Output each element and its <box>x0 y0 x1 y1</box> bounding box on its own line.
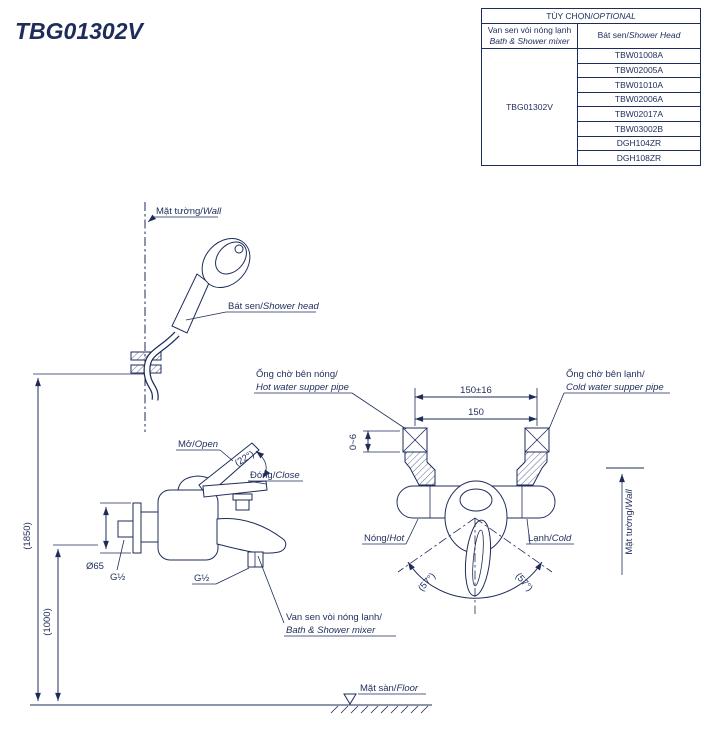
shower-head-face <box>201 238 251 288</box>
mixer-label-line2: Bath & Shower mixer <box>286 625 376 636</box>
spout <box>216 517 287 554</box>
wall-label-top: Mặt tường/Wall <box>156 206 222 217</box>
dim-swing-left: (57°) <box>416 571 438 594</box>
mixer-side-view: (22°) Ø65 G½ G½ Mở/Open Đóng/Close Van s… <box>86 439 396 637</box>
mixer-column-header: Van sen vòi nóng lạnh Bath & Shower mixe… <box>481 22 578 49</box>
shower-handle <box>171 273 210 334</box>
lever-closed <box>202 480 268 498</box>
cold-label: Lạnh/Cold <box>528 533 572 544</box>
mixer-label-line1: Van sen vòi nóng lạnh/ <box>286 612 382 623</box>
mixer-front-view: 150±16 150 0~6 (5 <box>254 368 670 614</box>
dim-outlet-thread: G½ <box>194 573 209 584</box>
wall-flange <box>132 502 142 554</box>
cold-pipe-label-line2: Cold water supper pipe <box>566 382 664 393</box>
shower-head-option: DGH108ZR <box>577 150 701 166</box>
hot-label: Nóng/Hot <box>364 533 405 544</box>
cold-pipe-label-line1: Ống chờ bên lạnh/ <box>566 368 645 380</box>
dim-pipe-span: 150 <box>468 407 484 418</box>
open-label: Mở/Open <box>178 439 218 450</box>
mixer-body-side <box>157 489 219 561</box>
hot-pipe-label-line2: Hot water supper pipe <box>256 382 349 393</box>
dim-flange-diameter: Ø65 <box>86 561 104 572</box>
shower-column-header: Bát sen/Shower Head <box>577 22 701 49</box>
dim-1850: (1850) <box>22 522 33 549</box>
product-code-title: TBG01302V <box>15 18 143 44</box>
hand-shower: Bát sen/Shower head <box>130 238 320 401</box>
dim-1000: (1000) <box>42 608 53 635</box>
close-label: Đóng/Close <box>250 470 300 481</box>
product-code-cell: TBG01302V <box>481 47 578 166</box>
hot-pipe-label-line1: Ống chờ bên nóng/ <box>256 368 338 380</box>
wall-centerline: Mặt tường/Wall <box>144 202 222 432</box>
wall-label-side: Mặt tường/Wall <box>624 489 635 555</box>
dim-wall-thread: G½ <box>110 572 125 583</box>
hot-supply-elbow <box>404 451 436 486</box>
floor-label: Mặt sàn/Floor <box>360 683 419 694</box>
height-dimensions: (1850) (1000) <box>22 373 148 701</box>
dim-pipe-span-tolerance: 150±16 <box>460 385 492 396</box>
dim-wall-gap: 0~6 <box>348 434 359 450</box>
shower-head-label: Bát sen/Shower head <box>228 301 320 312</box>
handle-front <box>464 519 492 597</box>
floor-line: Mặt sàn/Floor <box>30 683 432 714</box>
cold-supply-elbow <box>516 451 548 486</box>
outlet-nipple <box>247 551 264 568</box>
optional-table: TÙY CHỌN/OPTIONAL Van sen vòi nóng lạnh … <box>481 8 701 166</box>
